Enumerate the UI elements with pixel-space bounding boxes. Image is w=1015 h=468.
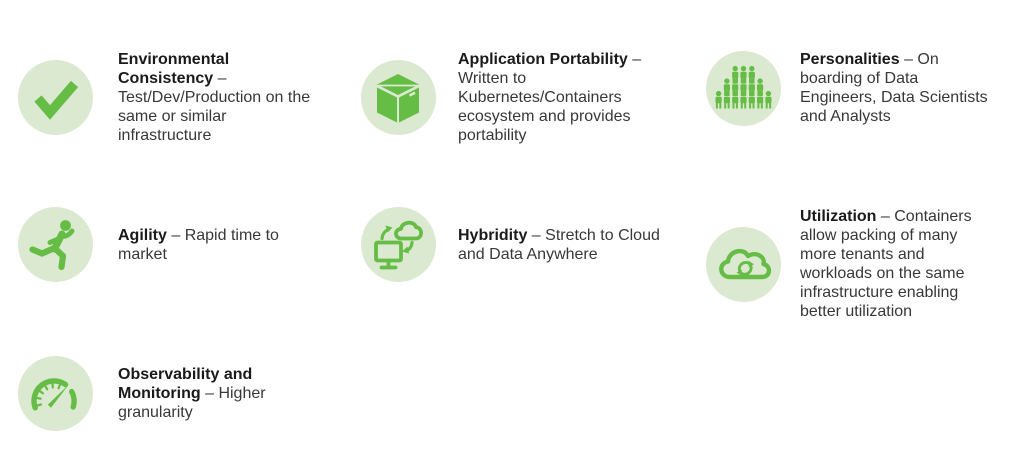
package-icon [361,60,436,135]
benefit-description: – Containers allow packing of many more … [800,208,972,320]
benefit-text: Environmental Consistency – Test/Dev/Pro… [118,50,318,145]
benefit-text: Personalities – On boarding of Data Engi… [800,50,997,126]
benefit-text: Utilization – Containers allow packing o… [800,207,997,321]
monitor-cloud-icon [361,207,436,282]
people-group-icon [706,50,781,126]
benefit-item-utilization: Utilization – Containers allow packing o… [706,207,997,321]
benefit-description: – On boarding of Data Engineers, Data Sc… [800,51,988,125]
benefit-item-hybridity: Hybridity – Stretch to Cloud and Data An… [361,207,670,282]
benefit-title: Agility [118,226,167,244]
benefit-description: – Test/Dev/Production on the same or sim… [118,70,311,144]
cloud-refresh-icon [706,226,781,302]
benefit-description: – Higher granularity [118,385,266,421]
benefit-text: Agility – Rapid time to market [118,226,318,264]
benefit-title: Hybridity [458,226,528,244]
benefit-item-observability-monitoring: Observability and Monitoring – Higher gr… [18,356,318,431]
gauge-icon [18,356,93,431]
benefit-description: – Stretch to Cloud and Data Anywhere [458,226,660,263]
benefit-item-application-portability: Application Portability – Written to Kub… [361,50,670,145]
benefit-text: Hybridity – Stretch to Cloud and Data An… [458,226,670,264]
benefit-title: Application Portability [458,51,628,68]
check-icon [18,60,93,135]
benefit-text: Observability and Monitoring – Higher gr… [118,365,318,422]
benefit-item-agility: Agility – Rapid time to market [18,207,318,282]
runner-icon [18,207,93,282]
benefit-description: – Written to Kubernetes/Containers ecosy… [458,51,642,144]
benefit-item-personalities: Personalities – On boarding of Data Engi… [706,50,997,126]
benefit-title: Utilization [800,208,877,225]
benefit-title: Observability and Monitoring [118,366,253,402]
benefit-description: – Rapid time to market [118,226,279,263]
benefit-text: Application Portability – Written to Kub… [458,50,670,145]
benefit-title: Environmental Consistency [118,51,230,87]
benefit-title: Personalities [800,51,900,68]
benefit-item-environmental-consistency: Environmental Consistency – Test/Dev/Pro… [18,50,318,145]
